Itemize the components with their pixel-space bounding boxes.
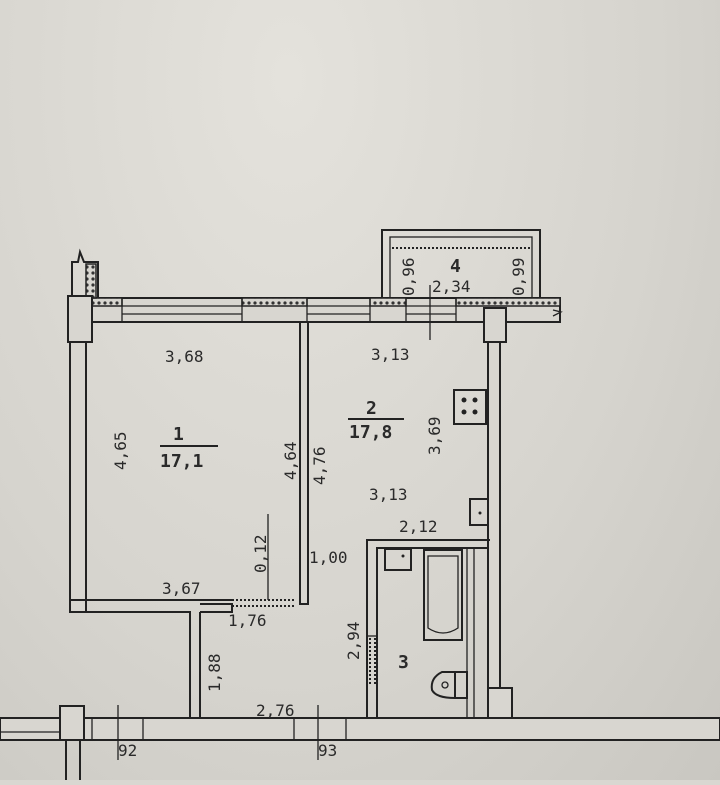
dim-balcony-right: 0,99 [509, 257, 528, 296]
sink-icon [384, 548, 412, 571]
room-2-number: 2 [366, 398, 377, 419]
dim-room1-bottom: 3,67 [162, 579, 201, 598]
dim-bath-top: 2,12 [399, 517, 438, 536]
dim-hall-door: 1,00 [309, 548, 348, 567]
partition-wall [299, 321, 309, 605]
dim-hall-opening: 0,12 [251, 534, 270, 573]
top-exterior-wall [85, 285, 563, 340]
dim-balcony-length: 2,34 [432, 277, 471, 296]
kitchen-sink-icon [469, 498, 489, 526]
dim-room1-top: 3,68 [165, 347, 204, 366]
room-3-number: 3 [398, 652, 409, 673]
axis-mark-right: 93 [318, 741, 337, 760]
column [487, 687, 513, 721]
bathroom-walls [366, 539, 490, 720]
stove-icon [453, 389, 487, 425]
dim-room1-left: 4,65 [111, 431, 130, 470]
dim-room2-mid: 3,13 [369, 485, 408, 504]
column [59, 705, 85, 741]
dim-bottom-length: 2,76 [256, 701, 295, 720]
room1-bottom-wall [70, 599, 233, 720]
dim-hall-width: 1,76 [228, 611, 267, 630]
bottom-exterior-wall [0, 705, 720, 780]
room-1-area: 17,1 [160, 451, 203, 472]
dim-room2-top: 3,13 [371, 345, 410, 364]
column [483, 307, 507, 343]
room-4-number: 4 [450, 256, 461, 277]
room-2-area: 17,8 [349, 422, 392, 443]
bathtub-icon [423, 549, 463, 641]
toilet-icon [430, 671, 468, 699]
column [67, 295, 93, 343]
dim-room2-right: 3,69 [425, 416, 444, 455]
dim-bath-side: 2,94 [344, 621, 363, 660]
vent-shaft [71, 248, 99, 299]
window [121, 298, 243, 322]
right-wall [487, 341, 501, 691]
dim-balcony-left: 0,96 [399, 257, 418, 296]
balcony-door [405, 298, 457, 322]
room-1-number: 1 [173, 424, 184, 445]
axis-mark-left: 92 [118, 741, 137, 760]
dim-room1-right: 4,64 [281, 441, 300, 480]
left-wall [69, 341, 87, 613]
dim-room2-left: 4,76 [310, 446, 329, 485]
window [306, 298, 371, 322]
dim-hall-length: 1,88 [205, 653, 224, 692]
